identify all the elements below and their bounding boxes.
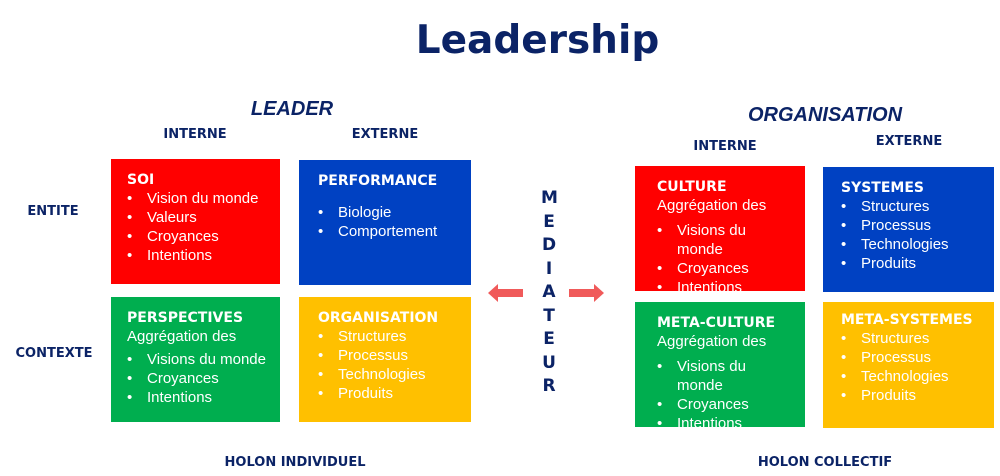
box-meta-culture: META-CULTURE Aggrégation des Visions du … xyxy=(635,302,805,433)
box-perspectives-subtitle: Aggrégation des xyxy=(127,328,237,345)
list-item: Processus xyxy=(318,346,461,365)
list-item: Produits xyxy=(318,384,461,403)
mediateur-letter: A xyxy=(542,282,556,302)
box-culture-title: CULTURE xyxy=(657,179,727,195)
box-meta-systemes: META-SYSTEMES Structures Processus Techn… xyxy=(823,302,994,428)
list-item: Visions du monde xyxy=(657,221,795,259)
box-culture: CULTURE Aggrégation des Visions du monde… xyxy=(635,166,805,297)
list-item: Structures xyxy=(841,197,984,216)
list-item: Intentions xyxy=(657,414,795,433)
page-title: Leadership xyxy=(415,18,660,63)
list-item: Biologie xyxy=(318,203,461,222)
list-item: Produits xyxy=(841,254,984,273)
row-label-entite: ENTITE xyxy=(27,204,79,219)
box-culture-subtitle: Aggrégation des xyxy=(657,197,767,214)
holon-collectif-label: HOLON COLLECTIF xyxy=(757,455,893,470)
mediateur-letter: U xyxy=(542,352,556,373)
mediateur-letter: D xyxy=(541,235,557,255)
list-item: Visions du monde xyxy=(127,350,270,369)
list-item: Croyances xyxy=(657,259,795,278)
organisation-col-interne: INTERNE xyxy=(693,139,757,154)
box-systemes-title: SYSTEMES xyxy=(841,180,924,196)
arrow-left-icon xyxy=(488,284,523,302)
list-item: Technologies xyxy=(841,367,984,386)
list-item: Processus xyxy=(841,348,984,367)
list-item: Intentions xyxy=(127,388,270,407)
leader-heading: LEADER xyxy=(250,98,334,120)
list-item: Intentions xyxy=(657,278,795,297)
leader-col-interne: INTERNE xyxy=(163,127,227,142)
mediateur-letter: E xyxy=(543,211,555,232)
list-item: Technologies xyxy=(841,235,984,254)
list-item: Croyances xyxy=(127,369,270,388)
list-item: Structures xyxy=(841,329,984,348)
list-item: Intentions xyxy=(127,246,270,265)
mediateur-letter: T xyxy=(543,305,555,326)
box-organisation: ORGANISATION Structures Processus Techno… xyxy=(299,297,471,422)
mediateur-letter: M xyxy=(541,188,558,208)
box-performance: PERFORMANCE Biologie Comportement xyxy=(299,160,471,285)
mediateur-letter: R xyxy=(542,376,556,396)
box-perspectives-title: PERSPECTIVES xyxy=(127,310,244,326)
list-item: Structures xyxy=(318,327,461,346)
list-item: Technologies xyxy=(318,365,461,384)
list-item: Valeurs xyxy=(127,208,270,227)
list-item: Produits xyxy=(841,386,984,405)
box-perspectives: PERSPECTIVES Aggrégation des Visions du … xyxy=(111,297,280,422)
box-soi-title: SOI xyxy=(127,172,155,188)
box-meta-culture-title: META-CULTURE xyxy=(657,315,776,331)
box-systemes: SYSTEMES Structures Processus Technologi… xyxy=(823,167,994,292)
list-item: Comportement xyxy=(318,222,461,241)
list-item: Processus xyxy=(841,216,984,235)
list-item: Croyances xyxy=(657,395,795,414)
box-meta-systemes-title: META-SYSTEMES xyxy=(841,312,973,328)
mediateur-letter: I xyxy=(545,258,553,279)
list-item: Visions du monde xyxy=(657,357,795,395)
box-organisation-title: ORGANISATION xyxy=(318,310,439,326)
holon-individuel-label: HOLON INDIVIDUEL xyxy=(224,455,366,470)
list-item: Vision du monde xyxy=(127,189,270,208)
organisation-heading: ORGANISATION xyxy=(747,104,903,126)
box-meta-culture-subtitle: Aggrégation des xyxy=(657,333,767,350)
mediateur-letter: E xyxy=(543,329,555,349)
leader-col-externe: EXTERNE xyxy=(351,127,419,142)
box-performance-title: PERFORMANCE xyxy=(318,173,438,189)
row-label-contexte: CONTEXTE xyxy=(15,346,93,361)
mediateur-label: M E D I A T E U R xyxy=(541,187,558,399)
list-item: Croyances xyxy=(127,227,270,246)
arrow-right-icon xyxy=(569,284,604,302)
organisation-col-externe: EXTERNE xyxy=(875,134,943,149)
box-soi: SOI Vision du monde Valeurs Croyances In… xyxy=(111,159,280,284)
